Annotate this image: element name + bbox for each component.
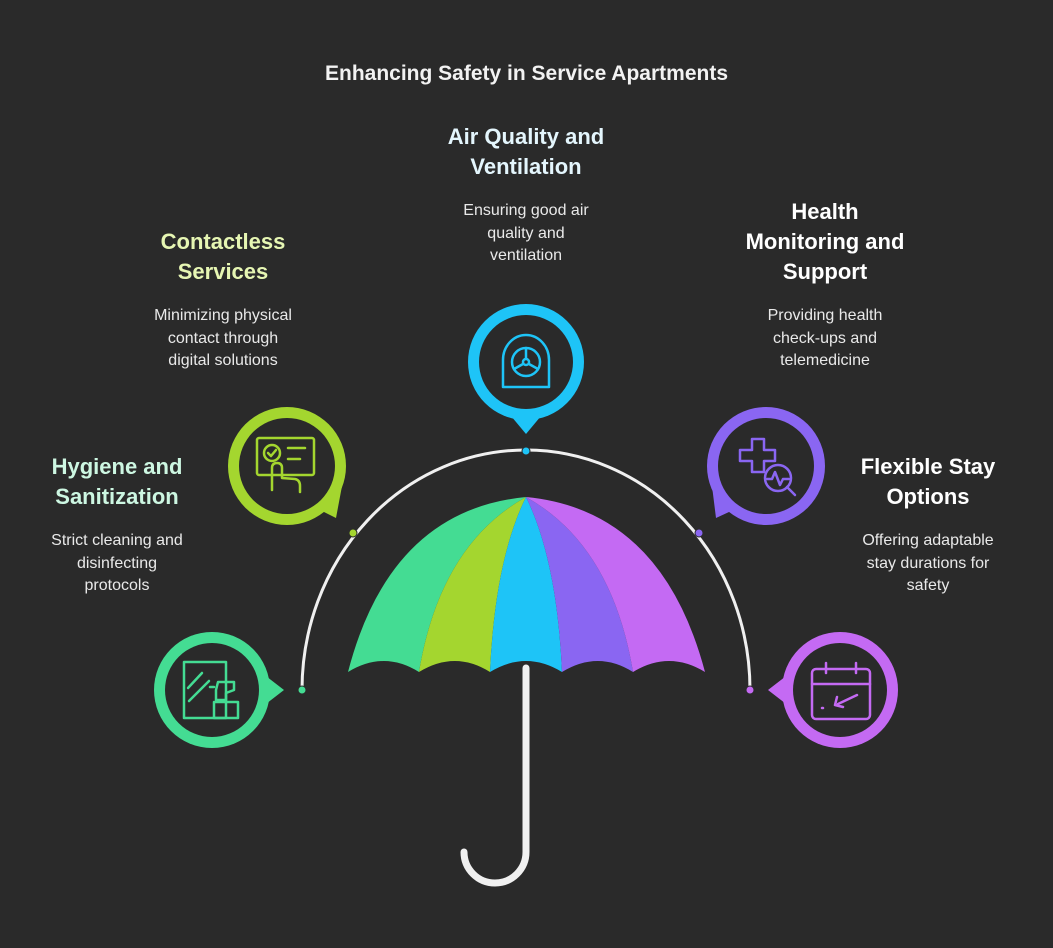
flexible-badge — [768, 632, 898, 748]
arc-dot-hygiene — [297, 685, 307, 695]
canopy-segment-lime — [419, 497, 526, 672]
contactless-badge — [228, 407, 346, 525]
hygiene-badge — [154, 632, 284, 748]
ventilation-fan-icon — [501, 333, 551, 389]
air-description: Ensuring good air quality and ventilatio… — [463, 202, 589, 264]
arc-dot-air — [521, 446, 531, 456]
spray-bottle-mirror-icon — [182, 660, 240, 720]
health-description: Providing health check-ups and telemedic… — [767, 307, 883, 369]
diagram-title: Enhancing Safety in Service Apartments — [324, 62, 728, 85]
canopy-segment-blue — [490, 497, 562, 672]
contactless-description: Minimizing physical contact through digi… — [154, 307, 292, 369]
health-badge — [707, 407, 825, 525]
air-badge — [468, 304, 584, 434]
hand-card-check-icon — [255, 436, 316, 494]
hygiene-title: Hygiene and Sanitization — [51, 454, 183, 509]
calendar-arrow-icon — [810, 661, 872, 721]
air-title: Air Quality and Ventilation — [447, 124, 605, 179]
flexible-title: Flexible Stay Options — [860, 454, 996, 509]
medical-cross-monitor-icon — [738, 437, 797, 497]
health-title: Health Monitoring and Support — [745, 199, 905, 284]
canopy-segment-violet — [526, 497, 633, 672]
contactless-title: Contactless Services — [160, 229, 286, 284]
canopy-segment-green — [348, 497, 526, 672]
arc-dot-contactless — [348, 528, 358, 538]
umbrella-handle — [460, 664, 530, 887]
hygiene-description: Strict cleaning and disinfecting protoco… — [51, 532, 183, 594]
arc-dot-health — [694, 528, 704, 538]
canopy-segment-purple — [526, 497, 705, 672]
arc-dot-flexible — [745, 685, 755, 695]
flexible-description: Offering adaptable stay durations for sa… — [862, 532, 994, 594]
